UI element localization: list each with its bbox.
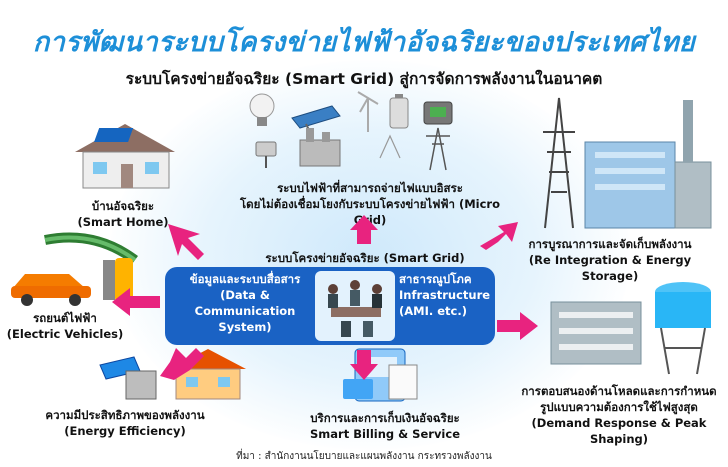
micro-grid-illustration xyxy=(249,91,453,171)
wind-turbine-icon xyxy=(357,91,379,132)
page-subtitle: ระบบโครงข่ายอัจฉริยะ (Smart Grid) สู่การ… xyxy=(125,70,603,88)
storage-label: การบูรณาการและจัดเก็บพลังงาน (Re Integra… xyxy=(505,236,715,284)
smart-grid-center-box: ข้อมูลและระบบสื่อสาร (Data & Communicati… xyxy=(165,267,495,345)
arrow-to-efficiency xyxy=(160,348,204,380)
billing-label: บริการและการเก็บเงินอัจฉริยะ Smart Billi… xyxy=(290,410,480,442)
power-plant-icon xyxy=(299,128,341,167)
ev-charger-icon xyxy=(11,232,138,306)
storage-th: การบูรณาการและจัดเก็บพลังงาน xyxy=(528,237,692,251)
billing-th: บริการและการเก็บเงินอัจฉริยะ xyxy=(310,411,460,425)
smart-grid-center-label: ระบบโครงข่ายอัจฉริยะ (Smart Grid) xyxy=(265,251,465,265)
page-title: การพัฒนาระบบโครงข่ายไฟฟ้าอัจฉริยะของประเ… xyxy=(32,27,696,58)
efficiency-en: (Energy Efficiency) xyxy=(64,424,186,438)
plug-icon xyxy=(255,141,277,168)
arrow-to-smart-home xyxy=(168,224,208,260)
micro-grid-label: ระบบไฟฟ้าที่สามารถจ่ายไฟแบบอิสระ โดยไม่ต… xyxy=(230,180,510,228)
demand-th1: การตอบสนองด้านโหลดและการกำหนด xyxy=(521,384,717,398)
smart-home-en: (Smart Home) xyxy=(77,215,169,229)
ev-en: (Electric Vehicles) xyxy=(6,327,124,341)
efficiency-th: ความมีประสิทธิภาพของพลังงาน xyxy=(45,408,205,422)
arrow-to-ev xyxy=(112,288,160,316)
generator-icon xyxy=(423,101,453,125)
infrastructure-text: สาธารณูปโภค Infrastructure (AMI. etc.) xyxy=(399,271,495,319)
light-bulb-icon xyxy=(249,93,275,126)
house-icon xyxy=(75,124,175,189)
battery-icon xyxy=(389,94,409,129)
smart-home-label: บ้านอัจฉริยะ (Smart Home) xyxy=(58,198,188,230)
arrow-down-billing xyxy=(350,350,378,380)
ev-th: รถยนต์ไฟฟ้า xyxy=(33,311,97,325)
storage-en: (Re Integration & Energy Storage) xyxy=(528,253,692,283)
infrastructure-en2: (AMI. etc.) xyxy=(399,304,467,318)
infrastructure-th: สาธารณูปโภค xyxy=(399,272,472,286)
storage-illustration xyxy=(543,97,712,229)
source-note: ที่มา : สำนักงานนโยบายและแผนพลังงาน กระท… xyxy=(236,451,492,462)
billing-illustration xyxy=(343,348,418,402)
micro-grid-line1: ระบบไฟฟ้าที่สามารถจ่ายไฟแบบอิสระ xyxy=(277,181,463,195)
arrow-to-demand xyxy=(497,312,538,340)
smart-meter-icon xyxy=(125,370,157,400)
water-tower-icon xyxy=(655,282,711,375)
demand-label: การตอบสนองด้านโหลดและการกำหนด รูปแบบความ… xyxy=(510,383,728,447)
transmission-tower-icon xyxy=(543,97,575,229)
ev-label: รถยนต์ไฟฟ้า (Electric Vehicles) xyxy=(0,310,130,342)
demand-th2: รูปแบบความต้องการใช้ไฟสูงสุด xyxy=(540,400,698,414)
data-communication-en1: (Data & Communication xyxy=(194,288,296,318)
data-communication-text: ข้อมูลและระบบสื่อสาร (Data & Communicati… xyxy=(175,271,315,335)
arrow-up-micro-grid xyxy=(350,215,378,244)
billing-en: Smart Billing & Service xyxy=(310,427,460,441)
smart-home-th: บ้านอัจฉริยะ xyxy=(91,199,155,213)
factory-icon xyxy=(584,100,712,229)
data-communication-th: ข้อมูลและระบบสื่อสาร xyxy=(189,272,301,286)
data-communication-en2: System) xyxy=(218,320,272,334)
arrow-to-storage xyxy=(480,222,518,250)
demand-illustration xyxy=(550,282,711,375)
efficiency-label: ความมีประสิทธิภาพของพลังงาน (Energy Effi… xyxy=(25,407,225,439)
people-meeting-icon xyxy=(315,271,395,341)
infrastructure-en1: Infrastructure xyxy=(399,288,491,302)
transmission-tower-icon xyxy=(379,127,450,171)
demand-en: (Demand Response & Peak Shaping) xyxy=(531,416,707,446)
